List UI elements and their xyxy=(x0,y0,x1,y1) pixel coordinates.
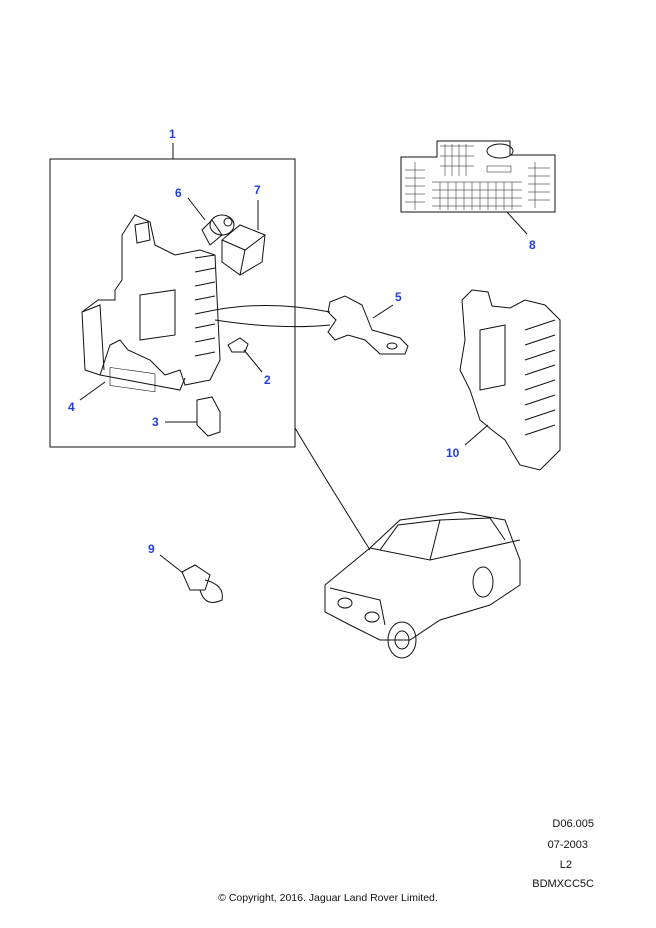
diagram-level: L2 xyxy=(559,859,572,871)
callout-9: 9 xyxy=(148,542,155,556)
callout-1: 1 xyxy=(169,127,176,141)
callout-2: 2 xyxy=(264,373,271,387)
callout-7: 7 xyxy=(254,183,261,197)
vehicle-drawing xyxy=(294,427,521,659)
diagram-date: 07-2003 xyxy=(547,839,588,851)
fuse-box-10-drawing xyxy=(459,289,561,471)
relay-7-drawing xyxy=(221,200,266,276)
callout-8: 8 xyxy=(529,238,536,252)
callout-6: 6 xyxy=(175,186,182,200)
copyright: © Copyright, 2016. Jaguar Land Rover Lim… xyxy=(218,892,438,904)
callout-3: 3 xyxy=(152,415,159,429)
label-8-drawing xyxy=(400,140,556,235)
callout-10: 10 xyxy=(446,446,460,460)
diagram-code: BDMXCC5C xyxy=(532,878,594,890)
connector-9-drawing xyxy=(159,554,223,603)
callout-5: 5 xyxy=(395,290,402,304)
fuse-box-drawing xyxy=(81,214,221,393)
diagram-ref: D06.005 xyxy=(552,818,594,830)
relay-6-drawing xyxy=(187,197,235,246)
callout-4: 4 xyxy=(68,400,75,414)
bracket-5-drawing xyxy=(214,295,409,355)
group-frame xyxy=(49,158,296,448)
